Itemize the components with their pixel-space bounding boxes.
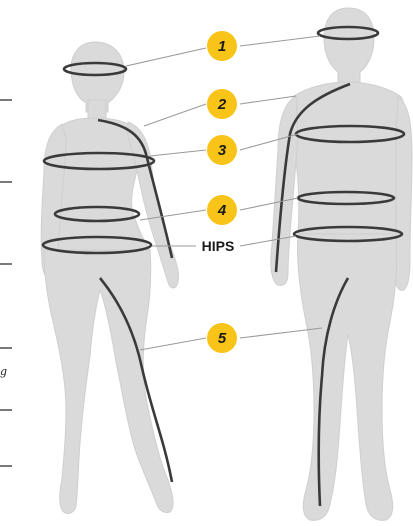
- female-silhouette: [41, 42, 178, 513]
- measurement-marker-1: 1: [207, 31, 237, 61]
- marker-5-label: 5: [218, 330, 227, 347]
- measurement-marker-5: 5: [207, 323, 237, 353]
- left-edge-rules: [0, 100, 12, 466]
- marker-2-label: 2: [217, 96, 227, 113]
- measurement-marker-4: 4: [207, 195, 237, 225]
- left-edge-glyph: g: [0, 365, 7, 378]
- hips-label: HIPS: [202, 238, 235, 254]
- male-silhouette: [271, 8, 412, 520]
- measurement-marker-2: 2: [207, 89, 237, 119]
- measurement-marker-3: 3: [207, 135, 237, 165]
- marker-3-label: 3: [218, 142, 227, 159]
- marker-4-label: 4: [217, 202, 227, 219]
- marker-1-label: 1: [218, 38, 226, 55]
